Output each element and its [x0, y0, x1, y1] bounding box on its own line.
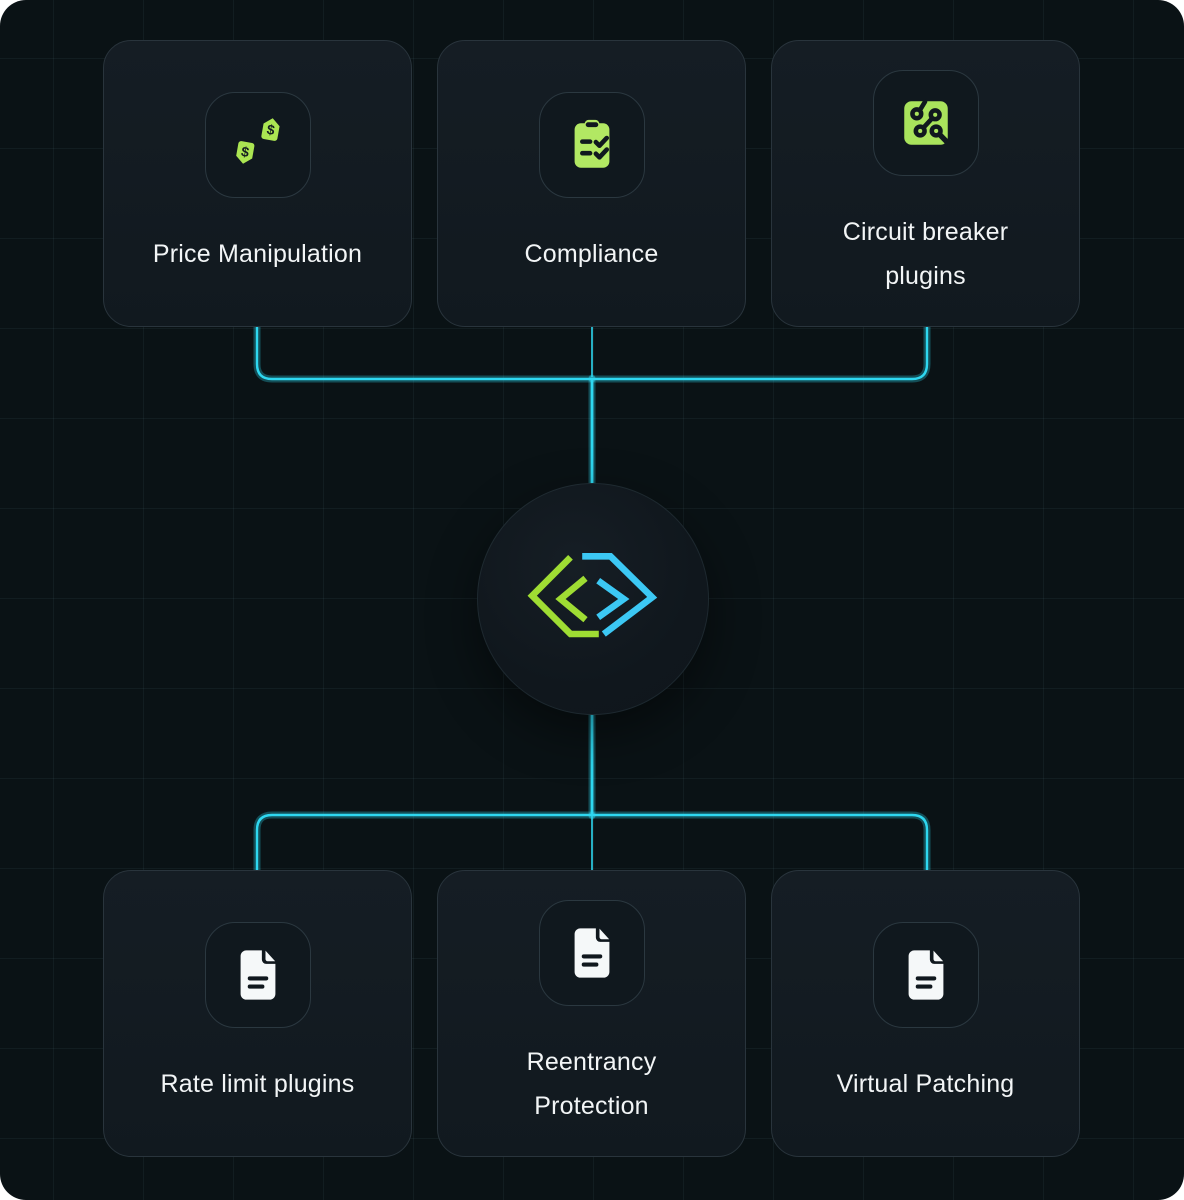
svg-text:$: $	[239, 143, 250, 160]
icon-container	[872, 69, 979, 176]
clipboard-checklist-icon	[574, 119, 609, 168]
card-rate-limit: Rate limit plugins	[103, 870, 412, 1157]
icon-container	[538, 899, 645, 1006]
card-label: Circuit breaker plugins	[842, 217, 1009, 290]
card-price-manipulation: $ $ Price Manipulation	[103, 40, 412, 327]
card-circuit-breaker: Circuit breaker plugins	[771, 40, 1080, 327]
card-virtual-patching: Virtual Patching	[771, 870, 1080, 1157]
file-text-icon	[574, 927, 609, 978]
icon-container: $ $	[204, 91, 311, 198]
icon-container	[538, 91, 645, 198]
icon-container	[872, 921, 979, 1028]
card-label: Reentrancy Protection	[526, 1047, 657, 1120]
card-reentrancy-protection: Reentrancy Protection	[437, 870, 746, 1157]
price-tags-icon: $ $	[235, 117, 280, 164]
card-compliance: Compliance	[437, 40, 746, 327]
card-label: Rate limit plugins	[160, 1069, 355, 1098]
card-label: Compliance	[524, 239, 659, 268]
card-label: Virtual Patching	[836, 1069, 1015, 1098]
card-label: Price Manipulation	[152, 239, 363, 268]
dual-chevron-logo	[527, 553, 658, 638]
svg-text:$: $	[265, 120, 276, 137]
circuit-board-icon	[903, 98, 951, 146]
file-text-icon	[240, 949, 275, 1000]
icon-container	[204, 921, 311, 1028]
file-text-icon	[908, 949, 943, 1000]
central-hub	[477, 483, 709, 715]
